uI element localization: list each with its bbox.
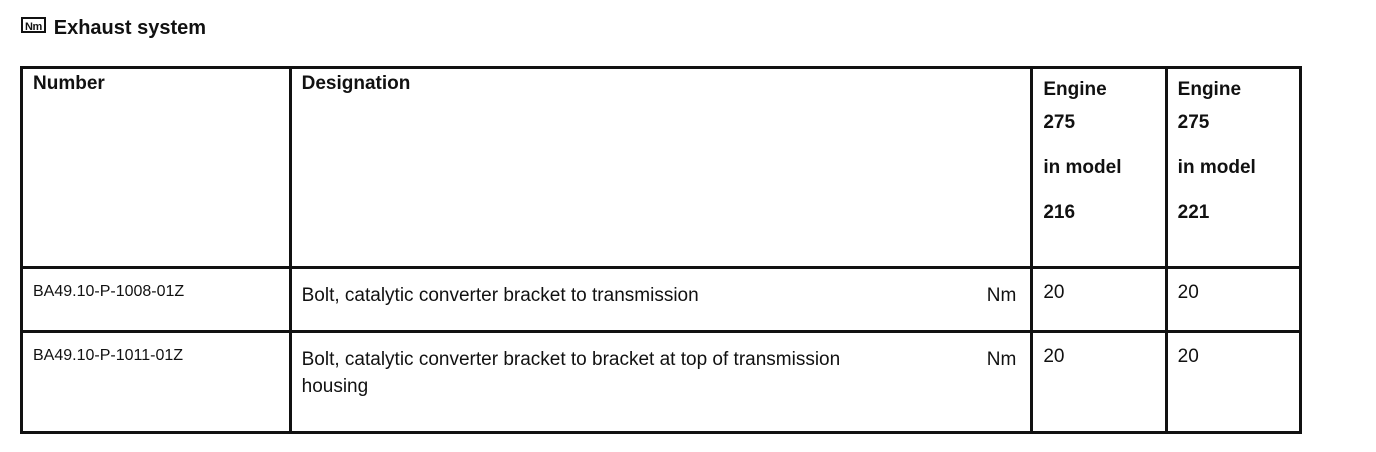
unit-label: Nm [986,285,1017,306]
header-engine-221: Engine 275 in model 221 [1164,66,1303,269]
header-engine-216-line1: Engine [1043,79,1107,100]
torque-table: Number Designation Engine 275 in model 2… [20,66,1303,434]
header-engine-216-line4: 216 [1043,202,1076,223]
torque-nm-icon: Nm [21,16,46,33]
table-header-row: Number Designation Engine 275 in model 2… [20,66,1303,269]
cell-number: BA49.10-P-1011-01Z [20,330,292,434]
cell-value-216: 20 [1030,266,1168,333]
cell-designation: Bolt, catalytic converter bracket to bra… [288,330,1034,434]
section-title: Exhaust system [53,17,207,39]
header-number: Number [20,66,292,269]
header-engine-216-line3: in model [1043,157,1122,178]
cell-value-216: 20 [1030,330,1168,434]
section-heading: Nm Exhaust system [21,16,207,40]
designation-text: Bolt, catalytic converter bracket to tra… [301,285,699,306]
table-row: BA49.10-P-1008-01Z Bolt, catalytic conve… [20,266,1303,333]
header-engine-221-line4: 221 [1177,202,1210,223]
cell-number: BA49.10-P-1008-01Z [20,266,292,333]
designation-text: Bolt, catalytic converter bracket to bra… [301,349,841,397]
header-engine-216-line2: 275 [1043,112,1076,133]
header-engine-221-line1: Engine [1177,79,1242,100]
document-number-link[interactable]: BA49.10-P-1011-01Z [33,347,184,364]
cell-designation: Bolt, catalytic converter bracket to tra… [288,266,1034,333]
cell-value-221: 20 [1164,330,1303,434]
header-engine-221-line3: in model [1177,157,1256,178]
document-number-link[interactable]: BA49.10-P-1008-01Z [33,283,185,300]
header-designation: Designation [288,66,1034,269]
cell-value-221: 20 [1164,266,1303,333]
unit-label: Nm [986,349,1017,370]
header-engine-221-line2: 275 [1177,112,1210,133]
table-row: BA49.10-P-1011-01Z Bolt, catalytic conve… [20,330,1303,434]
header-engine-216: Engine 275 in model 216 [1030,66,1168,269]
